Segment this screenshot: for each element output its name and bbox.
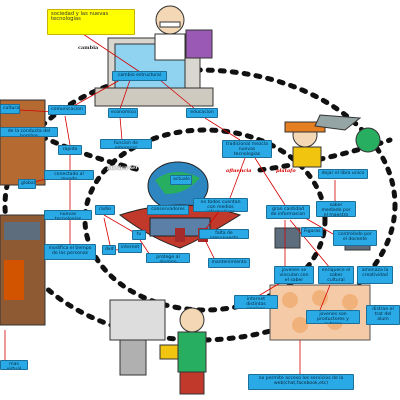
edge-estructural-comunicacion — [69, 79, 121, 109]
edge-radio-dvd — [103, 217, 111, 246]
node-economico: economico — [108, 108, 138, 118]
edge-no-todos-falta — [204, 209, 221, 231]
computer-user-illustration — [94, 5, 214, 107]
node-conservadores: conservadores — [147, 205, 189, 215]
node-dejar-libro: dejar el libro unico — [318, 169, 368, 179]
node-nuevas-tec: nuevas tecnologias — [44, 210, 92, 220]
node-actuale: actuale — [170, 175, 192, 185]
node-jovenes: jovenes se vinculan con el saber — [274, 266, 314, 284]
node-radio: radio — [95, 205, 115, 215]
orbit-ring-inner — [82, 127, 328, 313]
node-mas-virtual: mas virtual — [0, 360, 28, 370]
node-educacion: educacion — [186, 108, 218, 118]
classroom-illustration — [0, 99, 46, 326]
link-afluencia: afluencia — [226, 168, 252, 174]
edge-enriquece-productores — [319, 284, 331, 311]
node-conectado: conectado al mundo — [44, 170, 94, 180]
node-global: global — [18, 179, 36, 189]
node-modifica-tiempo: modifica el tiempo de las personas — [44, 244, 96, 260]
connector-cambia: cambia — [78, 45, 99, 51]
edge-protege — [139, 239, 151, 256]
node-figuras: Figuras — [301, 227, 323, 237]
edge-tradicional-no-todos — [229, 157, 246, 199]
edge-falta-mantenimiento — [204, 239, 216, 261]
edge-radio-tv — [103, 214, 136, 234]
node-enriquece: enriquece el saber cultural — [318, 266, 354, 284]
edge-economico-funcion — [119, 116, 123, 141]
node-internet-small: internet — [118, 243, 142, 253]
node-controlado: controlado por el docente — [333, 230, 377, 246]
node-protege-alumno: protege al alumno — [146, 253, 190, 263]
node-no-todos: no todos cuentan con medios informaticos — [193, 198, 248, 212]
edge-estructural-educacion — [159, 79, 196, 110]
edge-comunicacion-rapida — [64, 115, 71, 146]
edge-gran-enriquece — [289, 219, 331, 269]
node-permite-acceso: no permite acceso los servicios de la we… — [248, 374, 354, 390]
node-mantenimiento: mantenimiento — [208, 258, 250, 268]
node-internet-paginas: internet distintas paginas — [234, 295, 278, 309]
node-conducta: de la conducta del hombre — [0, 127, 58, 137]
node-falta-presupuesto: falta de presupuesto — [199, 229, 249, 239]
node-cultura: cultura — [0, 104, 20, 114]
edge-estructural-economico — [119, 79, 131, 110]
node-dvd: dvd — [102, 245, 116, 255]
link-plataforma: platafo — [276, 168, 296, 174]
edge-educacion-tradicional — [204, 117, 241, 141]
node-estructural: cambio estructural — [112, 71, 167, 81]
node-tv: tv — [132, 230, 146, 240]
girl-robot-illustration — [109, 299, 207, 395]
map-title: sociedad y las nuevas tecnologias — [47, 9, 135, 35]
graduate-illustration — [284, 114, 381, 168]
node-rapida: rapida — [58, 145, 82, 155]
link-pueden-ser: pueden ser — [107, 165, 138, 171]
node-saber-mediado: saber mediado por el maestro — [316, 201, 356, 217]
edge-title-estructural — [79, 31, 141, 73]
node-comunicacion: comunicacion — [48, 105, 86, 115]
node-gran-cantidad: gran cantidad de informacion — [266, 205, 310, 219]
node-amenaza: amenaza la creatividad — [357, 266, 393, 284]
node-distrae: distrae el trat del alum — [366, 305, 400, 325]
node-tradicional: tradicional mezcla nuevas tecnologias — [222, 140, 272, 158]
node-funcion-empresas: funcion de empresas — [100, 139, 152, 149]
node-jovenes-productores: jovenes son productores y autores — [306, 310, 360, 324]
edge-tradicional-gran — [254, 157, 286, 206]
